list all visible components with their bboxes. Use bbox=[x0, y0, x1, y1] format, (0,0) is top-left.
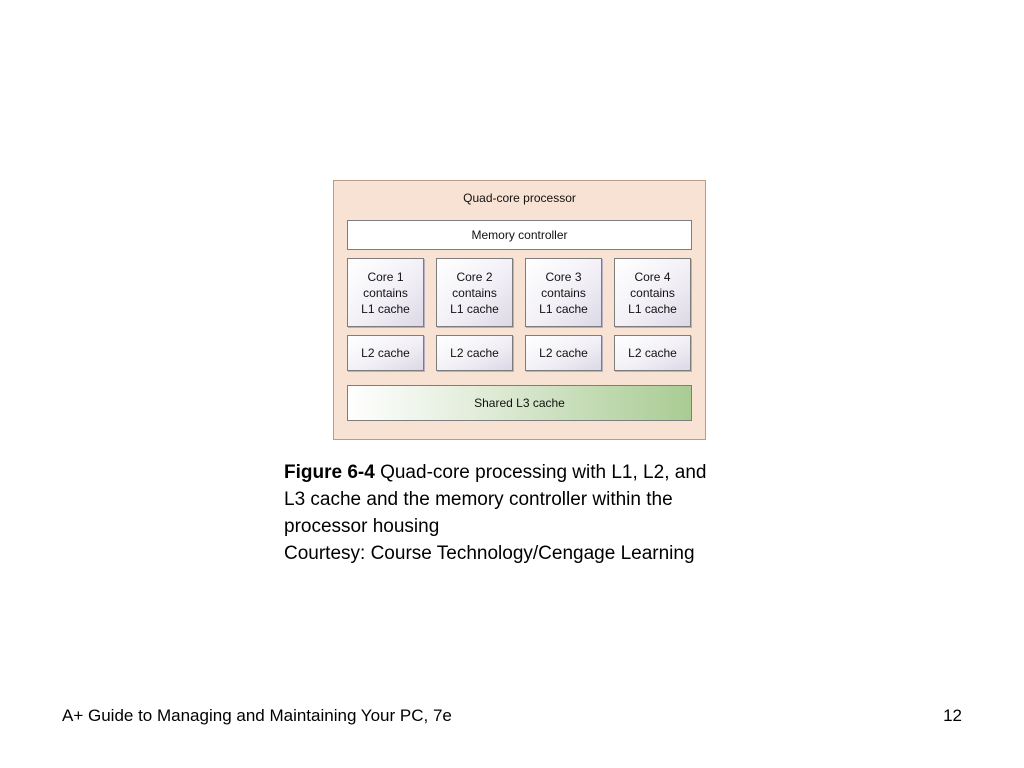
core-4-label: Core 4 bbox=[634, 269, 671, 284]
diagram-title: Quad-core processor bbox=[463, 191, 576, 205]
core-4-l1: L1 cache bbox=[628, 301, 677, 316]
footer-book-title: A+ Guide to Managing and Maintaining You… bbox=[62, 706, 452, 725]
caption-line-3: processor housing bbox=[284, 516, 440, 537]
core-4-contains: contains bbox=[630, 285, 675, 300]
core-3-label: Core 3 bbox=[545, 269, 582, 284]
core-1-label: Core 1 bbox=[367, 269, 404, 284]
shared-l3-cache-box: Shared L3 cache bbox=[347, 385, 692, 421]
core-2-label: Core 2 bbox=[456, 269, 493, 284]
core-1-contains: contains bbox=[363, 285, 408, 300]
l2-cache-4-box: L2 cache bbox=[614, 335, 691, 371]
l2-cache-3-box: L2 cache bbox=[525, 335, 602, 371]
caption-line-2: L3 cache and the memory controller withi… bbox=[284, 489, 673, 510]
core-3-l1: L1 cache bbox=[539, 301, 588, 316]
core-4-box: Core 4 contains L1 cache bbox=[614, 258, 691, 327]
footer-page-number: 12 bbox=[943, 706, 962, 725]
figure-caption: Figure 6-4 Quad-core processing with L1,… bbox=[284, 459, 804, 567]
l2-cache-2-box: L2 cache bbox=[436, 335, 513, 371]
quad-core-diagram: Quad-core processor Memory controller Co… bbox=[333, 180, 706, 440]
core-3-contains: contains bbox=[541, 285, 586, 300]
core-2-contains: contains bbox=[452, 285, 497, 300]
caption-courtesy: Courtesy: Course Technology/Cengage Lear… bbox=[284, 543, 695, 564]
core-1-box: Core 1 contains L1 cache bbox=[347, 258, 424, 327]
l2-cache-1-box: L2 cache bbox=[347, 335, 424, 371]
core-3-box: Core 3 contains L1 cache bbox=[525, 258, 602, 327]
figure-label: Figure 6-4 bbox=[284, 462, 375, 483]
core-2-l1: L1 cache bbox=[450, 301, 499, 316]
caption-line-1: Quad-core processing with L1, L2, and bbox=[374, 462, 707, 483]
memory-controller-box: Memory controller bbox=[347, 220, 692, 250]
core-2-box: Core 2 contains L1 cache bbox=[436, 258, 513, 327]
core-1-l1: L1 cache bbox=[361, 301, 410, 316]
